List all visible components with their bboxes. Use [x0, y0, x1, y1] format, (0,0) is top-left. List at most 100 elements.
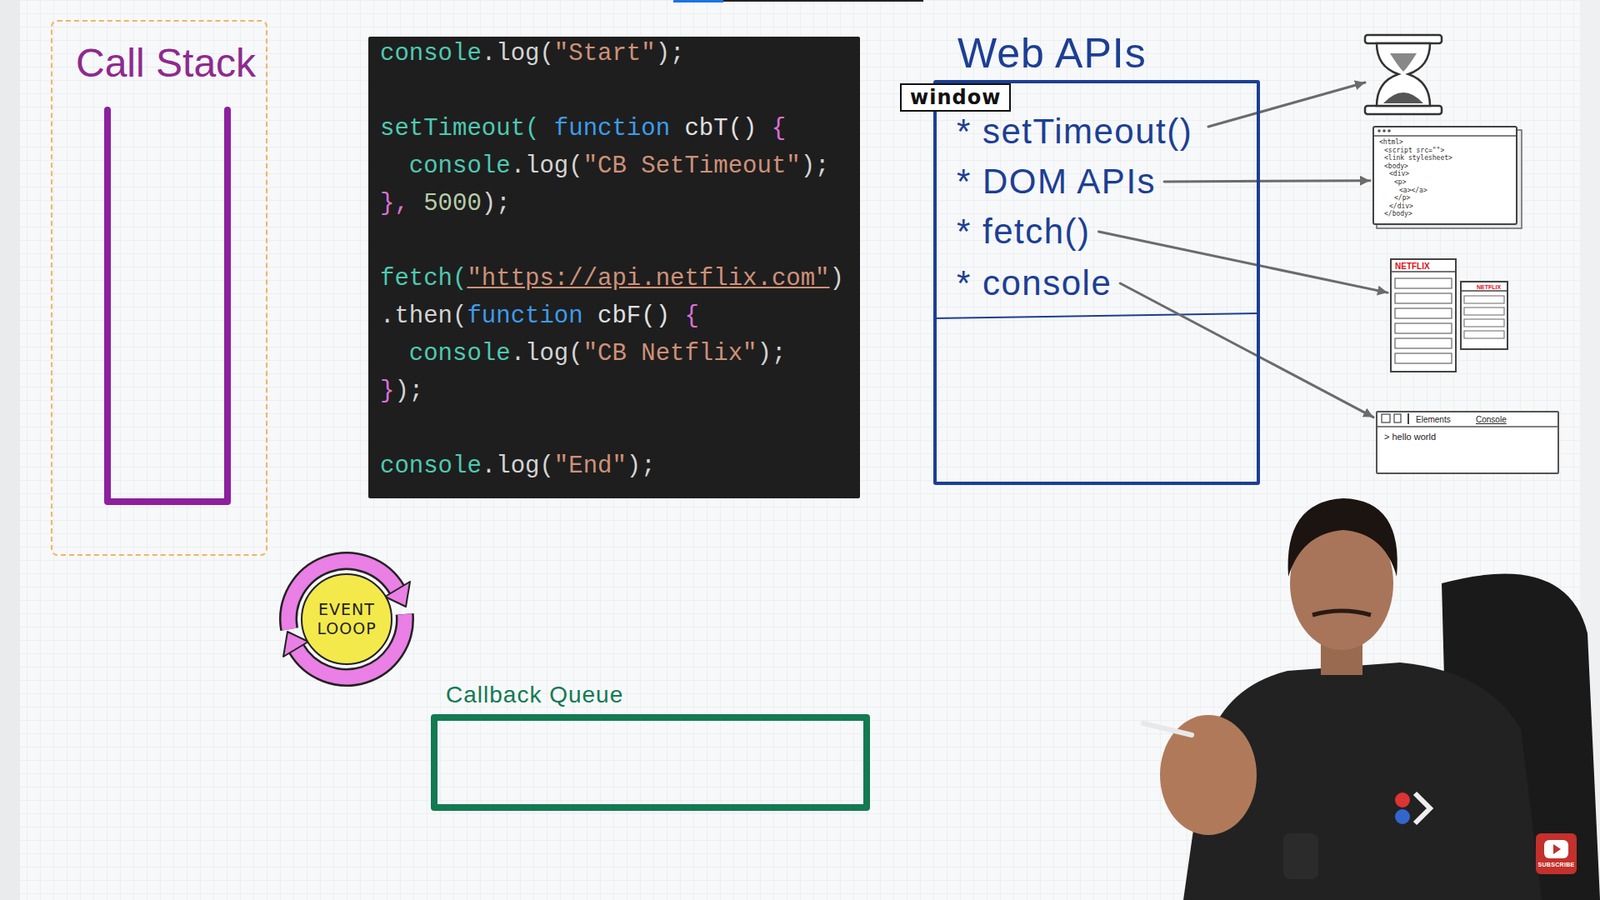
code-token: ) — [830, 265, 845, 293]
html-tag-scribble: <html> — [1379, 138, 1404, 147]
window-tag: window — [900, 83, 1011, 112]
devtools-icon — [1394, 414, 1401, 423]
callback-queue-title: Callback Queue — [445, 680, 624, 710]
code-line: console.log("End"); — [380, 452, 656, 490]
web-api-name: * fetch() — [956, 211, 1091, 252]
code-line: console.log("CB SetTimeout"); — [380, 152, 830, 190]
code-token: console — [380, 40, 482, 68]
html-tag-scribble: <body> — [1384, 162, 1409, 171]
code-editor: console.log("Start"); setTimeout( function… — [368, 36, 860, 499]
window-label: window — [910, 85, 1001, 110]
netflix-page-sketch: NETFLIX — [1460, 280, 1509, 350]
badge-caption: SUBSCRIBE — [1535, 860, 1577, 870]
api-arrow — [1120, 283, 1374, 418]
event-loop-label: EVENT LOOOP — [311, 600, 382, 639]
code-token: "https://api.netflix.com" — [466, 265, 830, 293]
page-row — [1395, 293, 1452, 304]
page-row — [1464, 295, 1505, 304]
code-token: } — [380, 377, 395, 405]
web-api-item: * fetch() — [956, 211, 1091, 252]
hoodie-logo — [1395, 809, 1410, 825]
code-token: console — [380, 452, 482, 480]
code-token: function — [466, 302, 583, 330]
code-token: ); — [394, 377, 424, 405]
watch — [1283, 833, 1319, 880]
stack-container — [107, 110, 228, 502]
call-stack-title: Call Stack — [75, 38, 256, 89]
window-bar — [1374, 135, 1516, 137]
devtools-icon — [1381, 414, 1390, 423]
code-token: ); — [800, 152, 830, 180]
code-token: .log( — [481, 452, 555, 480]
code-line: }, 5000); — [380, 190, 511, 228]
page-row — [1395, 353, 1452, 364]
event-loop-circle: EVENT LOOOP — [300, 573, 393, 665]
api-arrow — [1099, 231, 1388, 293]
code-token: console — [409, 152, 511, 180]
netflix-logo: NETFLIX — [1395, 260, 1430, 272]
code-token: { — [771, 115, 786, 143]
code-token: 5000 — [423, 190, 482, 218]
page-row — [1464, 319, 1505, 327]
page-header-line — [1460, 290, 1509, 292]
code-token: setTimeout( — [380, 115, 540, 143]
html-tag-scribble: </div> — [1389, 202, 1414, 211]
code-token: "CB SetTimeout" — [583, 152, 801, 180]
code-token: ); — [481, 190, 511, 218]
console-output: > hello world — [1384, 430, 1436, 443]
devtools-divider — [1407, 413, 1410, 425]
code-token: console — [409, 340, 511, 368]
beard — [1312, 610, 1371, 615]
code-token: fetch( — [380, 265, 467, 293]
side-strip — [0, 0, 20, 900]
window-dot — [1387, 129, 1391, 133]
hoodie-logo — [1395, 792, 1410, 808]
code-line: }); — [380, 377, 424, 415]
play-triangle — [1553, 844, 1561, 855]
web-apis-title: Web APIs — [957, 30, 1147, 77]
web-api-item: * console — [956, 263, 1112, 304]
code-line: console.log("Start"); — [380, 40, 685, 78]
html-tag-scribble: </body> — [1384, 210, 1413, 219]
code-token: ); — [655, 40, 685, 68]
code-token: cbT() — [684, 115, 757, 143]
hourglass-glass — [1376, 43, 1430, 106]
code-token: .log( — [481, 40, 555, 68]
play-button — [1544, 840, 1569, 859]
page-row — [1464, 330, 1505, 339]
html-tag-scribble: <a></a> — [1399, 186, 1428, 195]
code-line: .then(function cbF() { — [380, 302, 700, 340]
pen — [1143, 723, 1192, 735]
code-token: "End" — [554, 452, 627, 480]
html-tag-scribble: <div> — [1389, 170, 1410, 179]
code-token: { — [684, 302, 699, 330]
code-token: }, — [380, 190, 410, 218]
code-token: ); — [626, 452, 656, 480]
html-tag-scribble: <p> — [1394, 178, 1406, 187]
code-line: fetch("https://api.netflix.com") — [380, 265, 845, 303]
page-row — [1395, 323, 1452, 334]
hair — [1288, 498, 1398, 577]
callback-queue-box: Callback Queue — [430, 714, 870, 811]
devtools-console-sketch: ElementsConsole> hello world — [1375, 410, 1560, 475]
code-token: .log( — [510, 340, 584, 368]
code-line: console.log("CB Netflix"); — [380, 340, 786, 378]
code-token: .log( — [510, 152, 584, 180]
page-paper — [1460, 280, 1509, 350]
code-token: ); — [756, 340, 786, 368]
hourglass-cap — [1365, 105, 1442, 115]
devtools-tab: Elements — [1415, 414, 1451, 425]
code-token: .then( — [380, 302, 467, 330]
netflix-page-sketch: NETFLIX — [1390, 258, 1457, 373]
window-dot — [1377, 129, 1381, 133]
hourglass-cap — [1365, 35, 1442, 44]
html-tag-scribble: <script src=""> — [1384, 146, 1445, 155]
page-row — [1464, 307, 1505, 315]
web-apis-box: Web APIswindow* setTimeout()* DOM APIs* … — [933, 80, 1260, 485]
netflix-logo: NETFLIX — [1476, 283, 1501, 291]
code-token: "CB Netflix" — [583, 340, 758, 368]
page-header-line — [1390, 270, 1457, 273]
web-api-item: * setTimeout() — [956, 111, 1193, 152]
code-token: cbF() — [597, 302, 670, 330]
